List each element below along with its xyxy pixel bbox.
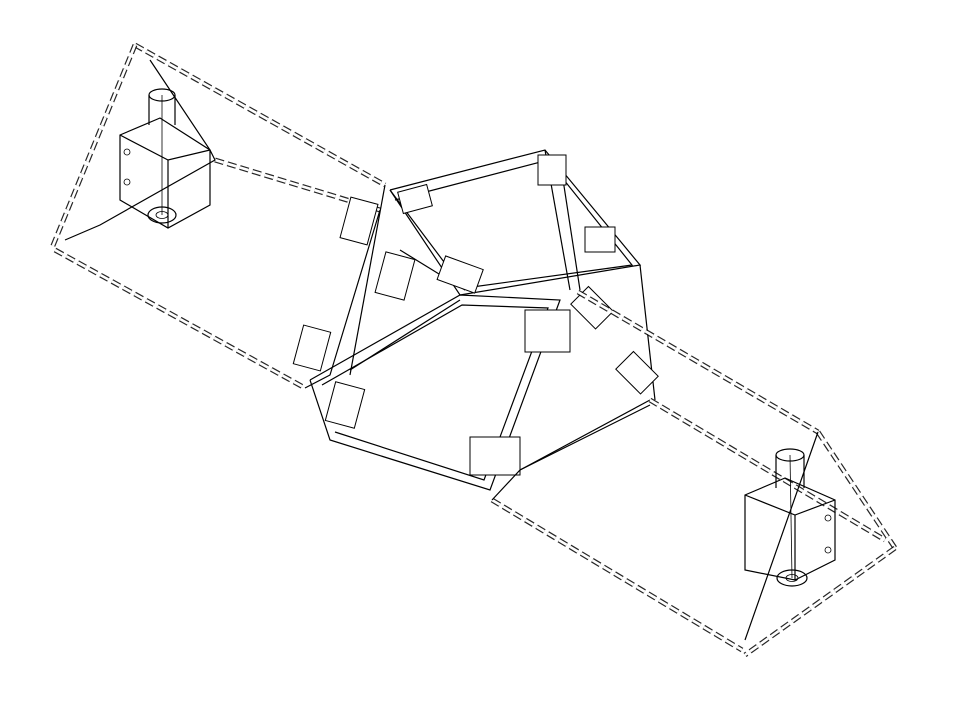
hinge (436, 255, 484, 294)
hinge (374, 251, 416, 301)
hinge (584, 226, 616, 253)
left-prism-inner-edge (64, 59, 216, 241)
hinge (524, 309, 571, 353)
hinge (615, 350, 659, 395)
hinges (292, 154, 659, 476)
right-servo-box (744, 448, 836, 587)
cube-front-face (309, 294, 561, 491)
hinge (324, 381, 366, 429)
cube-top-face (389, 149, 642, 296)
left-servo-box (119, 88, 211, 229)
left-prism-frame (49, 42, 387, 391)
hinge (469, 436, 521, 476)
hinge (339, 196, 379, 246)
right-prism-frame (490, 289, 898, 658)
hinge (537, 154, 567, 186)
hinge (397, 183, 433, 215)
left-prism-end-panel (304, 209, 381, 389)
hinge (292, 324, 332, 372)
